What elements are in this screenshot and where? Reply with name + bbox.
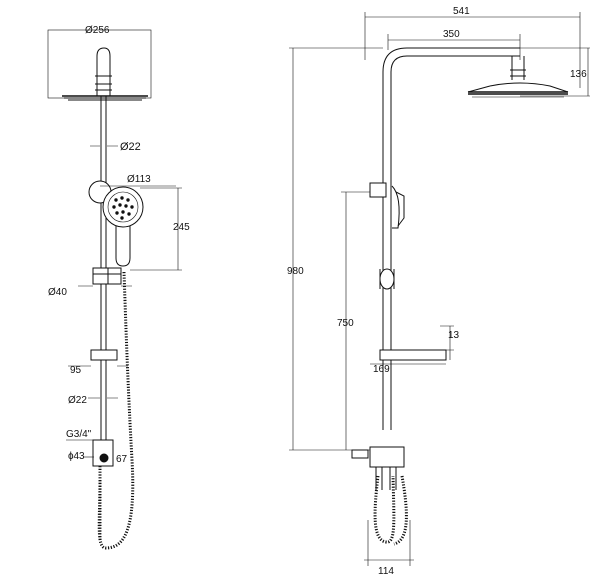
side-slider-bracket (369, 182, 387, 198)
dim-mixer-diameter: ɸ43 (68, 451, 85, 462)
dim-shelf-thickness: 13 (448, 330, 460, 341)
dim-shelf-width: 95 (70, 365, 82, 376)
slider-bracket (92, 267, 122, 285)
dim-head-diameter: Ø256 (85, 25, 110, 36)
side-head-plate (468, 91, 568, 95)
dim-mixer-height: 67 (116, 454, 128, 465)
dim-pipe-top: Ø22 (120, 141, 141, 153)
side-mixer (369, 446, 405, 468)
shower-hose (97, 271, 135, 550)
side-handshower (391, 185, 400, 229)
front-view: Ø22 Ø113 245 Ø40 95 Ø22 (47, 25, 190, 550)
side-holder-knob (379, 268, 395, 290)
dim-base-width: 114 (378, 566, 394, 577)
dim-thread: G3/4" (66, 429, 92, 440)
hand-shower-head (102, 186, 144, 228)
soap-shelf (90, 349, 118, 361)
dim-handshower-diameter: Ø113 (127, 174, 151, 185)
hand-shower-handle (115, 226, 131, 267)
side-view: 541 350 136 980 750 13 169 (287, 6, 590, 577)
side-riser (382, 47, 520, 430)
dim-head-height: 136 (570, 69, 587, 80)
dim-total-height: 980 (287, 266, 304, 277)
dim-slider-height: 750 (337, 318, 354, 329)
spray-nozzles (112, 196, 134, 220)
dim-handshower-height: 245 (173, 222, 190, 233)
dim-arm-reach: 350 (443, 29, 460, 40)
dim-holder-diameter: Ø40 (48, 287, 67, 298)
dim-pipe-low: Ø22 (68, 395, 87, 406)
side-shelf (379, 349, 447, 361)
shower-arm (96, 47, 111, 96)
dim-overall-reach: 541 (453, 6, 470, 17)
dim-shelf-depth: 169 (373, 364, 390, 375)
head-outline (47, 29, 152, 99)
side-hose (373, 475, 396, 544)
mixer-knob (99, 453, 109, 463)
